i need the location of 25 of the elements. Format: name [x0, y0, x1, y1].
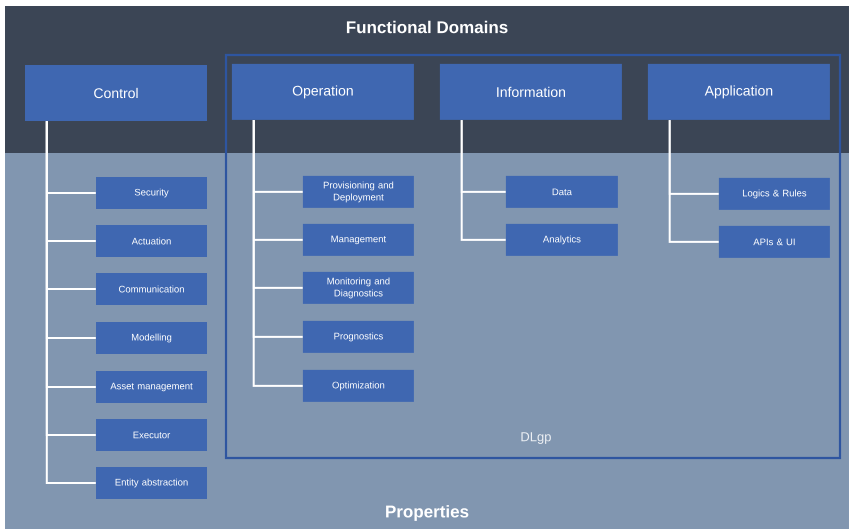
connector-line: [668, 120, 719, 243]
function-box: Monitoring and Diagnostics: [302, 272, 414, 304]
domain-box: Control: [25, 65, 207, 121]
function-box: Security: [96, 177, 207, 209]
function-box: Executor: [96, 419, 207, 451]
function-box: Logics & Rules: [718, 178, 830, 210]
function-box: Communication: [96, 273, 207, 305]
connector-line: [252, 120, 303, 387]
section-heading: Functional Domains: [346, 20, 508, 34]
function-box: APIs & UI: [718, 226, 830, 258]
connector-line: [460, 120, 506, 241]
domain-box: Information: [440, 64, 622, 120]
function-box: Entity abstraction: [96, 467, 207, 499]
section-heading: Properties: [386, 505, 468, 521]
function-box: Prognostics: [302, 320, 414, 353]
function-box: Analytics: [506, 224, 618, 256]
domain-box: Operation: [232, 64, 414, 120]
function-box: Modelling: [96, 322, 207, 354]
function-box: Actuation: [96, 225, 207, 257]
function-box: Asset management: [96, 371, 207, 403]
function-box: Provisioning and Deployment: [302, 176, 414, 208]
function-box: Data: [506, 176, 618, 208]
function-box: Optimization: [302, 370, 414, 402]
function-box: Management: [302, 224, 414, 256]
domain-box: Application: [648, 64, 830, 120]
